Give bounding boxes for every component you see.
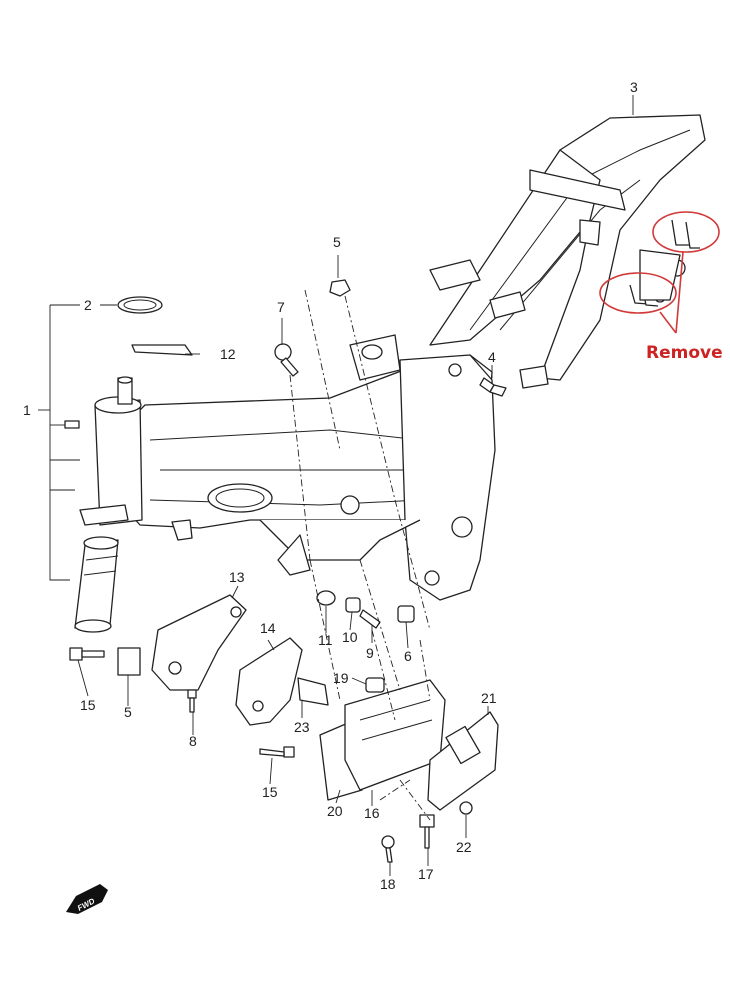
- part-1-pin: [64, 420, 80, 429]
- part-number-1: 1: [23, 402, 31, 418]
- part-number-labels: 1 2 3 4 5 5 6 7 8 9 10 11 12 13 14 15 15…: [23, 79, 638, 892]
- part-number-13: 13: [229, 569, 245, 585]
- part-number-16: 16: [364, 805, 380, 821]
- part-number-7: 7: [277, 299, 285, 315]
- part-number-19: 19: [333, 670, 349, 686]
- part-15-bolt-b: [259, 746, 295, 758]
- part-number-2: 2: [84, 297, 92, 313]
- part-17-bolt: [419, 814, 435, 849]
- part-19-grommet: [365, 677, 385, 693]
- part-5-bracket: [117, 647, 141, 676]
- part-7-bolt: [274, 343, 299, 377]
- part-number-4: 4: [488, 349, 496, 365]
- part-number-20: 20: [327, 803, 343, 819]
- leader-lines: [77, 95, 634, 876]
- part-22-bolt: [459, 801, 473, 815]
- part-number-18: 18: [380, 876, 396, 892]
- fwd-arrow: FWD: [66, 884, 108, 914]
- part-4-bolt: [479, 377, 507, 397]
- part-number-12: 12: [220, 346, 236, 362]
- part-number-17: 17: [418, 866, 434, 882]
- remove-label: Remove: [646, 343, 723, 363]
- part-number-9: 9: [366, 645, 374, 661]
- part-8-bolt: [187, 689, 197, 713]
- rear-subframe: [429, 114, 706, 389]
- part-13-bracket: [151, 594, 247, 691]
- remove-marker-lower: [599, 272, 677, 314]
- part-1-bracket: [38, 304, 80, 581]
- part-number-22: 22: [456, 839, 472, 855]
- part-12-plate: [131, 344, 193, 356]
- part-5-top-bolt: [329, 279, 351, 297]
- part-number-8: 8: [189, 733, 197, 749]
- main-frame: [79, 334, 496, 601]
- part-number-6: 6: [404, 648, 412, 664]
- part-number-11: 11: [318, 632, 333, 648]
- part-number-15-b: 15: [262, 784, 278, 800]
- part-10-collar: [345, 597, 361, 613]
- part-number-23: 23: [294, 719, 310, 735]
- part-number-5-bottom: 5: [124, 704, 132, 720]
- part-6-bushing: [397, 605, 415, 623]
- part-21-ecu: [427, 711, 499, 811]
- part-9-bolt: [359, 609, 381, 629]
- part-number-21: 21: [481, 690, 497, 706]
- part-18-bolt: [381, 835, 395, 863]
- part-number-10: 10: [342, 629, 358, 645]
- remove-marker-upper: [652, 211, 720, 253]
- part-1-lower-tube: [74, 536, 119, 633]
- remove-annotation: Remove: [599, 211, 723, 363]
- part-23-bracket: [297, 677, 329, 706]
- fwd-arrow-icon: [66, 884, 108, 914]
- part-number-5-top: 5: [333, 234, 341, 250]
- part-2-ring: [117, 296, 163, 314]
- part-number-3: 3: [630, 79, 638, 95]
- part-11-cap: [316, 590, 336, 606]
- part-number-15-a: 15: [80, 697, 96, 713]
- part-14-bracket: [235, 637, 303, 726]
- part-15-bolt-a: [69, 647, 105, 661]
- part-number-14: 14: [260, 620, 276, 636]
